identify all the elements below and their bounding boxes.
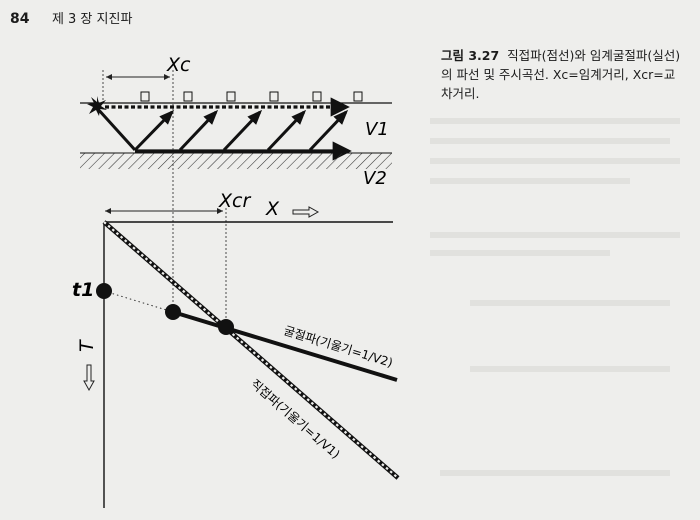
critical-distance-point — [165, 304, 181, 320]
source-burst-icon — [87, 96, 107, 116]
xc-dimension — [102, 70, 174, 100]
downgoing-ray — [95, 106, 137, 152]
page-header: 84 제 3 장 지진파 — [10, 8, 132, 27]
x-axis-label: X — [265, 198, 280, 220]
v1-label: V1 — [365, 119, 389, 140]
bleed-through-text — [440, 470, 670, 476]
crossover-point — [218, 319, 234, 335]
caption-text: 직접파(점선)와 임계굴절파(실선)의 파선 및 주시곡선. Xc=임계거리, … — [441, 48, 681, 101]
intercept-extension — [103, 290, 174, 313]
bleed-through-text — [430, 178, 630, 184]
page-number: 84 — [10, 11, 30, 27]
chapter-title: 제 3 장 지진파 — [51, 12, 133, 27]
t-axis-label: T — [76, 339, 98, 352]
x-direction-arrow-icon — [292, 206, 320, 218]
lower-layer — [80, 153, 392, 169]
bleed-through-text — [430, 250, 610, 256]
xc-label: Xc — [166, 54, 191, 76]
t-direction-arrow-icon — [83, 364, 95, 392]
bleed-through-text — [430, 138, 670, 144]
xcr-dimension — [105, 208, 223, 214]
bleed-through-text — [430, 232, 680, 238]
intercept-time-point — [96, 283, 112, 299]
figure-caption: 그림 3.27 직접파(점선)와 임계굴절파(실선)의 파선 및 주시곡선. X… — [441, 46, 681, 103]
bleed-through-text — [470, 300, 670, 306]
geophone-icons — [140, 91, 363, 102]
bleed-through-text — [430, 158, 680, 164]
headwave-return-rays — [133, 109, 349, 152]
refracted-wave-line — [172, 310, 398, 382]
bleed-through-text — [430, 118, 680, 124]
xcr-label: Xcr — [218, 190, 251, 212]
caption-label: 그림 3.27 — [441, 48, 500, 63]
t1-label: t1 — [72, 279, 94, 301]
v2-label: V2 — [363, 168, 387, 189]
bleed-through-text — [470, 366, 670, 372]
